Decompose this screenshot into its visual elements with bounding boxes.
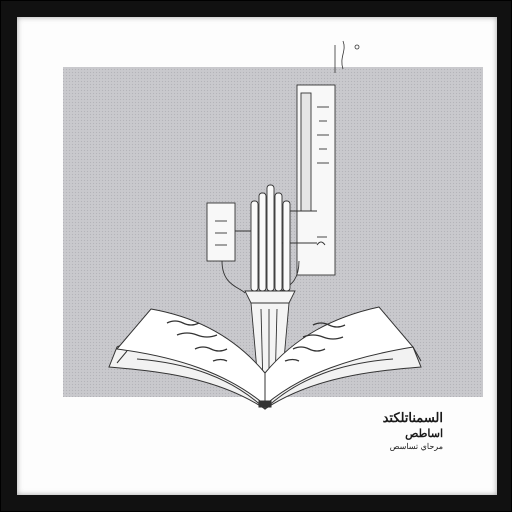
wire-ring [355, 45, 359, 49]
caption-line-3: مرحاي تساسص [313, 441, 443, 453]
caption-line-1: السمناتلكتد [313, 411, 443, 427]
tall-tower [297, 85, 335, 275]
artwork-caption: السمناتلكتد اساطص مرحاي تساسص [313, 411, 443, 453]
small-panel [207, 203, 235, 261]
picture-mat: السمناتلكتد اساطص مرحاي تساسص [17, 17, 497, 495]
caption-line-2: اساطص [313, 427, 443, 441]
